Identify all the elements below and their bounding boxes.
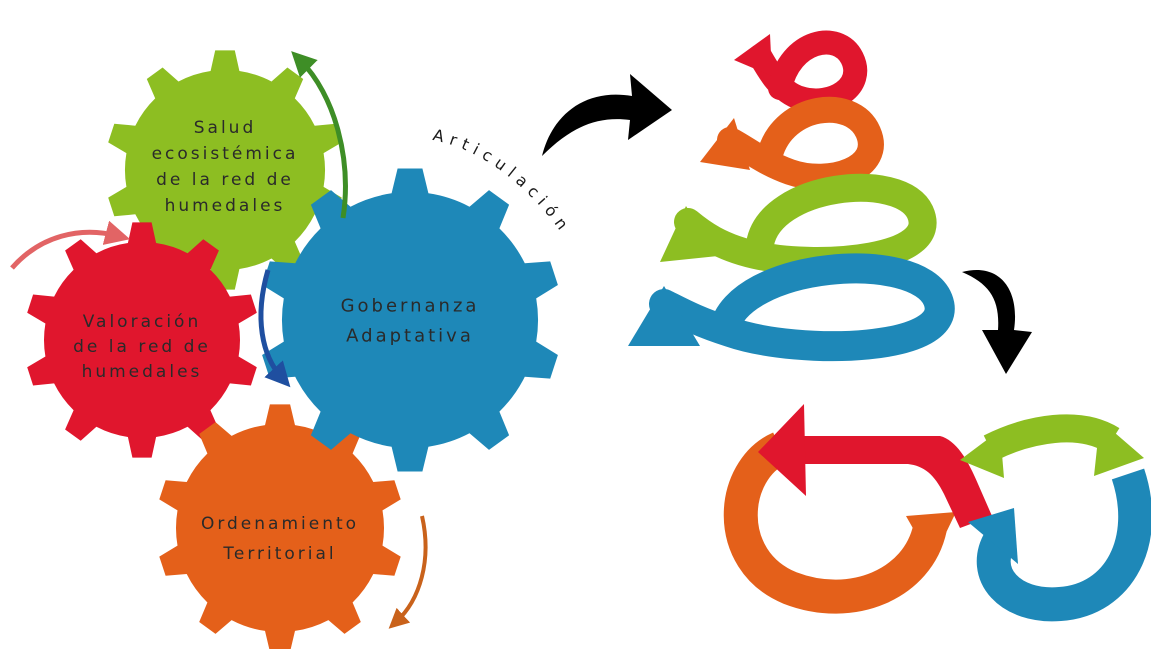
green-cycle-arc (983, 414, 1120, 461)
gear-valoracion (27, 222, 257, 458)
gear-label-ordenamiento-line-0: Ordenamiento (201, 514, 359, 534)
gear-label-salud-line-2: de la red de (156, 170, 294, 190)
gear-label-ordenamiento-line-1: Territorial (222, 544, 336, 564)
green-loop-head (660, 206, 718, 262)
red-loop-head (734, 34, 772, 76)
gear-label-salud-line-0: Salud (194, 118, 257, 138)
blue-cycle-head (968, 508, 1018, 564)
red-loop (748, 30, 868, 113)
black-curved-arrow-right (962, 269, 1032, 374)
pink-curved-arrow (10, 220, 131, 270)
gears-group (27, 50, 558, 649)
blue-cycle-arc (976, 468, 1151, 622)
spiral-loops (628, 30, 955, 362)
green-cycle-head (1094, 420, 1144, 476)
black-arrows (542, 74, 1032, 374)
blue-loop-head (628, 286, 700, 346)
green-curved-arrow (291, 51, 348, 219)
gear-label-valoracion-line-2: humedales (82, 362, 203, 382)
orange-cycle-head (906, 512, 956, 562)
black-curved-arrow-top (542, 74, 672, 156)
gear-rotation-arrows (10, 51, 428, 629)
orange-loop (717, 96, 884, 190)
orange-cycle-arc (723, 432, 947, 614)
green-loop (674, 173, 937, 275)
green-cycle-tail-head (960, 430, 1004, 478)
gear-label-valoracion-line-1: de la red de (73, 337, 211, 357)
gear-salud (108, 50, 342, 290)
gear-label-salud-line-3: humedales (165, 196, 286, 216)
blue-loop (649, 253, 955, 362)
gear-label-gobernanza-line-0: Gobernanza (341, 295, 480, 316)
orange-curved-arrow (388, 515, 428, 629)
gear-label-gobernanza-line-1: Adaptativa (346, 325, 474, 346)
gear-ordenamiento (159, 404, 401, 649)
gear-gobernanza (262, 168, 558, 472)
blue-curved-arrow (258, 269, 291, 388)
red-cycle-head (758, 404, 806, 496)
infinity-cycle (723, 404, 1151, 622)
red-cycle-band (800, 436, 992, 528)
gear-label-valoracion-line-0: Valoración (83, 312, 202, 332)
gear-label-salud-line-1: ecosistémica (152, 144, 299, 164)
orange-loop-head (700, 118, 750, 170)
